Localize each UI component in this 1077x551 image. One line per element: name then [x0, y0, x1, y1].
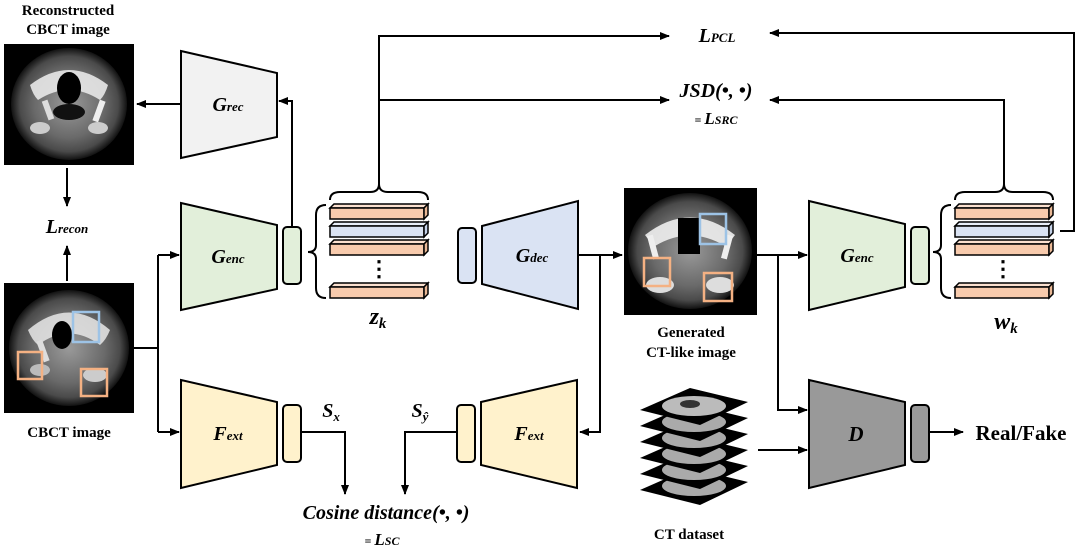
recon-image-title-line2: CBCT image: [26, 22, 110, 38]
s-x-label: Sx: [322, 400, 340, 424]
ct-dataset-stack: [640, 388, 748, 505]
g-enc-right-encoder: [808, 199, 906, 312]
s-y-hat-label: Sŷ: [412, 400, 429, 424]
w-k-dots: ⋮: [992, 256, 1014, 281]
f-ext-right-label: Fext: [513, 423, 544, 445]
connection-arrows: [63, 29, 1075, 495]
g-enc-right-latent-bar: [910, 226, 930, 285]
discriminator-output-bar: [910, 404, 930, 463]
l-pcl-label: LPCL: [698, 25, 736, 47]
z-k-dots: ⋮: [368, 256, 390, 281]
z-k-label: zk: [369, 304, 387, 332]
discriminator: [808, 378, 906, 490]
g-dec-decoder: [481, 199, 579, 311]
f-ext-left-extractor: [180, 378, 278, 490]
cosine-distance-label: Cosine distance(•, •): [303, 502, 470, 524]
z-k-brace-left: [307, 204, 327, 299]
roi-blue-box: [698, 212, 728, 246]
cbct-input-image: [4, 283, 134, 413]
generated-image-label-line1: Generated: [657, 325, 725, 341]
f-ext-right-feature-bar: [456, 404, 476, 463]
f-ext-right-extractor: [480, 378, 578, 490]
w-k-feature-stack: ⋮: [953, 202, 1055, 300]
g-enc-left-latent-bar: [282, 226, 302, 285]
l-recon-label: Lrecon: [45, 216, 89, 238]
g-dec-latent-bar: [457, 227, 477, 284]
roi-orange-box: [642, 256, 672, 288]
roi-orange-box: [79, 367, 109, 398]
real-fake-output: Real/Fake: [976, 421, 1067, 445]
discriminator-label: D: [847, 422, 863, 446]
g-dec-label: Gdec: [516, 245, 549, 267]
z-k-brace-top: [329, 183, 429, 201]
w-k-label: wk: [994, 309, 1018, 337]
z-k-feature-stack: ⋮: [328, 202, 430, 300]
roi-orange-box: [16, 350, 44, 381]
f-ext-left-feature-bar: [282, 404, 302, 463]
g-rec-label: Grec: [212, 94, 243, 116]
w-k-brace-left: [932, 204, 952, 299]
l-src-label: = LSRC: [695, 109, 739, 128]
g-rec-decoder: [180, 49, 278, 160]
l-sc-label: = LSC: [365, 530, 401, 549]
g-enc-right-label: Genc: [840, 245, 873, 267]
f-ext-left-label: Fext: [212, 423, 243, 445]
roi-blue-box: [71, 310, 101, 344]
ct-dataset-label: CT dataset: [654, 527, 724, 543]
g-enc-left-encoder: [180, 201, 278, 312]
cbct-image-label: CBCT image: [27, 425, 111, 441]
generated-ct-like-image: [624, 188, 757, 315]
roi-orange-box: [702, 271, 734, 303]
recon-image-title-line1: Reconstructed: [22, 3, 115, 19]
w-k-brace-top: [954, 183, 1054, 201]
g-enc-left-label: Genc: [211, 246, 244, 268]
jsd-label: JSD(•, •): [679, 80, 753, 102]
reconstructed-cbct-image: [4, 44, 134, 165]
generated-image-label-line2: CT-like image: [646, 345, 736, 361]
